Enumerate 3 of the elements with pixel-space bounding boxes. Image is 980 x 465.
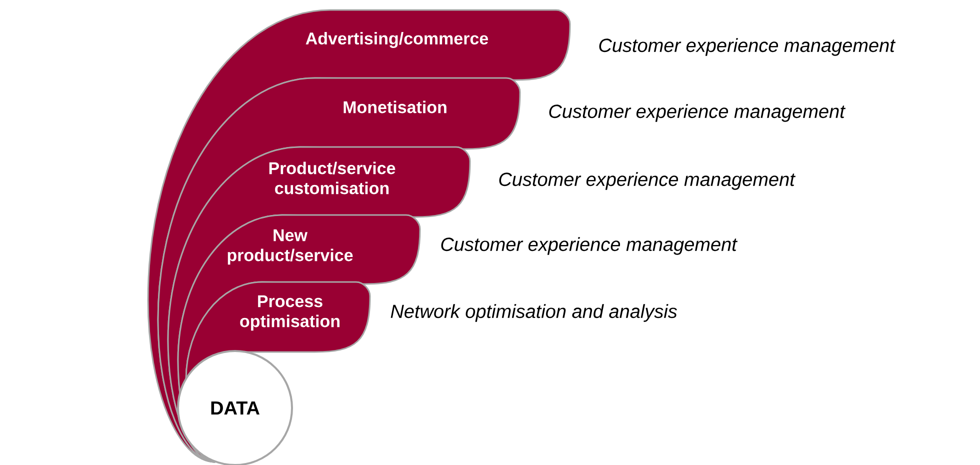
- node-label: New product/service: [228, 229, 353, 265]
- node-label: DATA: [211, 401, 260, 415]
- side-label: Customer experience management: [599, 38, 896, 56]
